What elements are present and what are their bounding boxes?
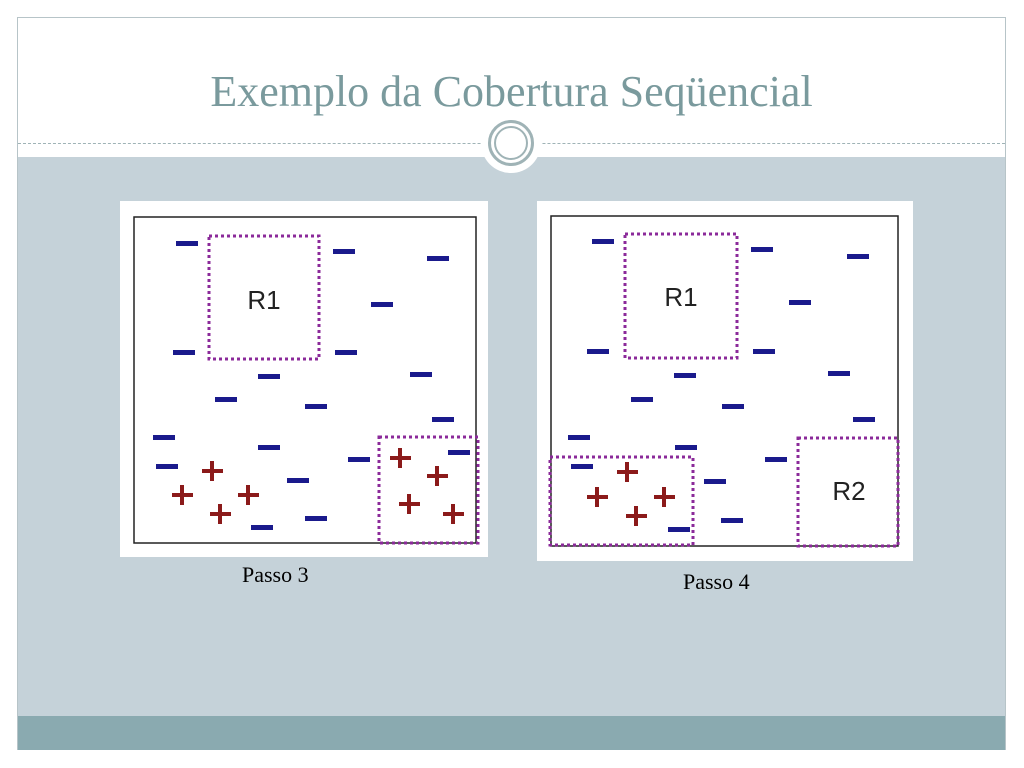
negative-mark (753, 349, 775, 354)
negative-mark (853, 417, 875, 422)
region-r1-label: R1 (247, 285, 280, 315)
negative-mark (371, 302, 393, 307)
positive-mark (587, 487, 608, 507)
positive-mark (626, 506, 647, 526)
negative-mark (751, 247, 773, 252)
negative-mark (675, 445, 697, 450)
negative-mark (722, 404, 744, 409)
negative-mark (568, 435, 590, 440)
region-r1 (207, 234, 321, 361)
figure-step-4-diagram: R1 R2 (548, 215, 900, 548)
region-new (377, 435, 480, 545)
negative-mark (258, 374, 280, 379)
region-covered (548, 455, 695, 547)
positive-marks (587, 462, 675, 526)
positive-mark (443, 504, 464, 524)
negative-mark (828, 371, 850, 376)
region-r1-label: R1 (664, 282, 697, 312)
negative-mark (592, 239, 614, 244)
positive-mark (390, 448, 411, 468)
negative-marks (568, 239, 875, 532)
negative-mark (789, 300, 811, 305)
negative-mark (432, 417, 454, 422)
plot-border (133, 216, 477, 544)
negative-mark (674, 373, 696, 378)
negative-mark (251, 525, 273, 530)
negative-mark (176, 241, 198, 246)
negative-mark (348, 457, 370, 462)
negative-mark (448, 450, 470, 455)
slide-title: Exemplo da Cobertura Seqüencial (210, 67, 813, 116)
region-r1 (623, 232, 739, 360)
positive-mark (210, 504, 231, 524)
positive-mark (238, 485, 259, 505)
negative-mark (305, 404, 327, 409)
positive-mark (399, 494, 420, 514)
negative-mark (631, 397, 653, 402)
negative-mark (215, 397, 237, 402)
figure-step-3-diagram: R1 (133, 216, 480, 545)
caption-step-4: Passo 4 (683, 569, 750, 594)
negative-marks (153, 241, 470, 530)
region-r2-label: R2 (832, 476, 865, 506)
negative-mark (156, 464, 178, 469)
positive-mark (172, 485, 193, 505)
negative-mark (765, 457, 787, 462)
figure-step-3: R1 (120, 201, 488, 557)
negative-mark (258, 445, 280, 450)
negative-mark (153, 435, 175, 440)
negative-mark (571, 464, 593, 469)
positive-mark (654, 487, 675, 507)
positive-mark (617, 462, 638, 482)
negative-mark (305, 516, 327, 521)
positive-mark (202, 461, 223, 481)
figure-step-4: R1 R2 (537, 201, 913, 561)
positive-mark (427, 466, 448, 486)
negative-mark (173, 350, 195, 355)
negative-mark (587, 349, 609, 354)
negative-mark (721, 518, 743, 523)
negative-mark (427, 256, 449, 261)
plot-border (550, 215, 899, 547)
negative-mark (335, 350, 357, 355)
divider-ornament-ring (488, 120, 534, 166)
footer-bar (18, 716, 1005, 750)
negative-mark (410, 372, 432, 377)
negative-mark (847, 254, 869, 259)
caption-step-3: Passo 3 (242, 562, 309, 587)
negative-mark (668, 527, 690, 532)
negative-mark (704, 479, 726, 484)
divider-ornament-inner (494, 126, 528, 160)
negative-mark (287, 478, 309, 483)
positive-marks (172, 448, 464, 524)
negative-mark (333, 249, 355, 254)
region-r2 (796, 436, 900, 548)
